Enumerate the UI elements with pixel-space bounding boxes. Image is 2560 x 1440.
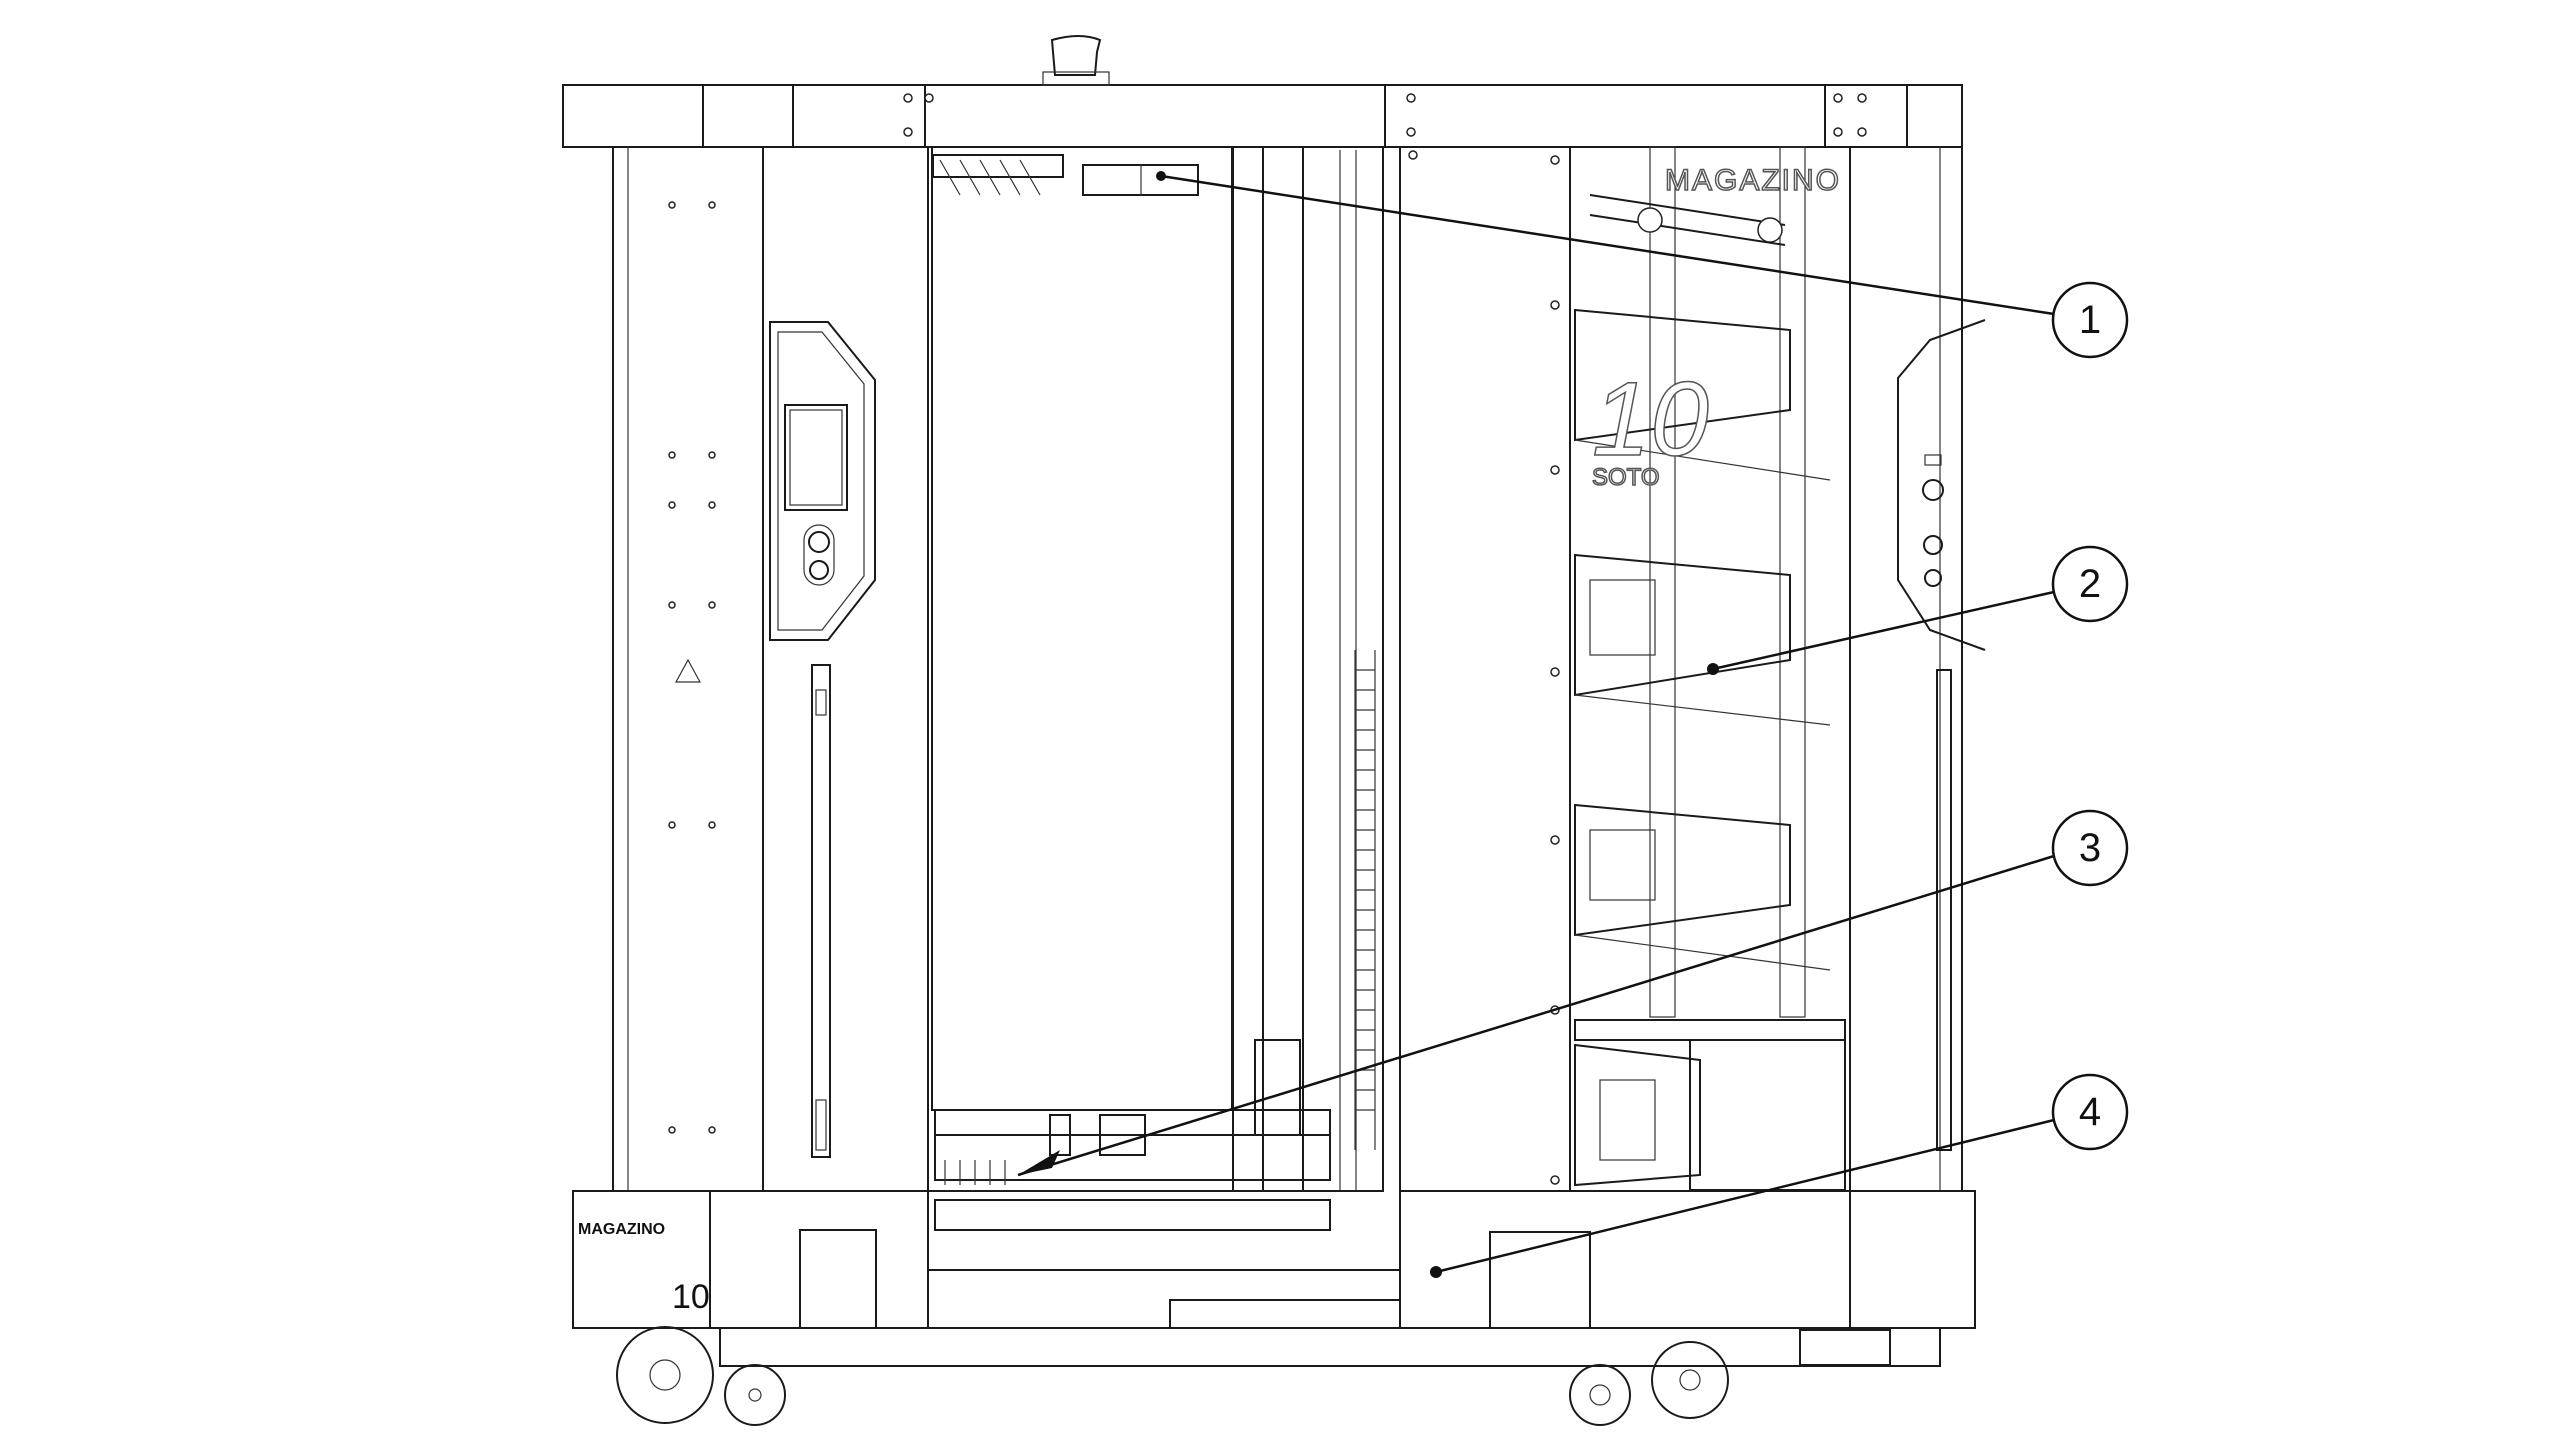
power-button-icon[interactable]: [809, 560, 829, 580]
central-bay: [927, 146, 1384, 1231]
base-brand-label: MAGAZINO: [578, 1221, 665, 1238]
model-sub-label: SOTO: [1592, 464, 1660, 491]
callouts: 1 2 3 4: [1017, 171, 2129, 1278]
touch-screen[interactable]: [784, 404, 848, 511]
shelf-2: [1574, 553, 1831, 726]
model-number: 10: [1592, 361, 1709, 478]
left-column: [612, 146, 764, 1192]
button-right-icon[interactable]: [1923, 535, 1943, 555]
wheel-icon: [616, 1326, 714, 1424]
gripper-carriage: [934, 1039, 1331, 1231]
emergency-stop-icon: [1042, 35, 1110, 86]
svg-text:4: 4: [2079, 1090, 2101, 1134]
callout-1: 1: [1156, 171, 2129, 359]
door-handle[interactable]: [811, 664, 831, 1158]
top-frame: [562, 84, 1963, 148]
wheels: [616, 1326, 1891, 1426]
base-model-label: 10: [672, 1278, 710, 1316]
shelf-4: [1574, 1019, 1846, 1191]
door-handle-right[interactable]: [1936, 669, 1952, 1151]
shelf-3: [1574, 803, 1831, 971]
right-column: [1849, 146, 1986, 1192]
brand-label-top: MAGAZINO: [1665, 164, 1841, 197]
key-switch-right-icon: [1922, 479, 1944, 501]
svg-text:1: 1: [2079, 298, 2101, 342]
base: MAGAZINO 10: [572, 1190, 1976, 1367]
callout-2: 2: [1707, 545, 2129, 675]
storage-shelves: MAGAZINO 10 SOTO: [1569, 146, 1851, 1192]
wheel-icon: [724, 1364, 786, 1426]
warning-triangle-icon: [674, 658, 702, 683]
shelf-1: [1574, 308, 1831, 481]
cable-chain: [1354, 650, 1376, 1150]
callout-4: 4: [1430, 1073, 2129, 1278]
svg-text:2: 2: [2079, 562, 2101, 606]
key-switch-icon: [808, 531, 830, 553]
wheel-icon: [1569, 1364, 1631, 1426]
top-sensor-bracket: [932, 154, 1199, 196]
callout-3: 3: [1017, 809, 2129, 1177]
left-door: [762, 146, 929, 1192]
svg-text:3: 3: [2079, 826, 2101, 870]
right-door: [1399, 146, 1571, 1192]
wheel-icon: [1651, 1341, 1729, 1419]
